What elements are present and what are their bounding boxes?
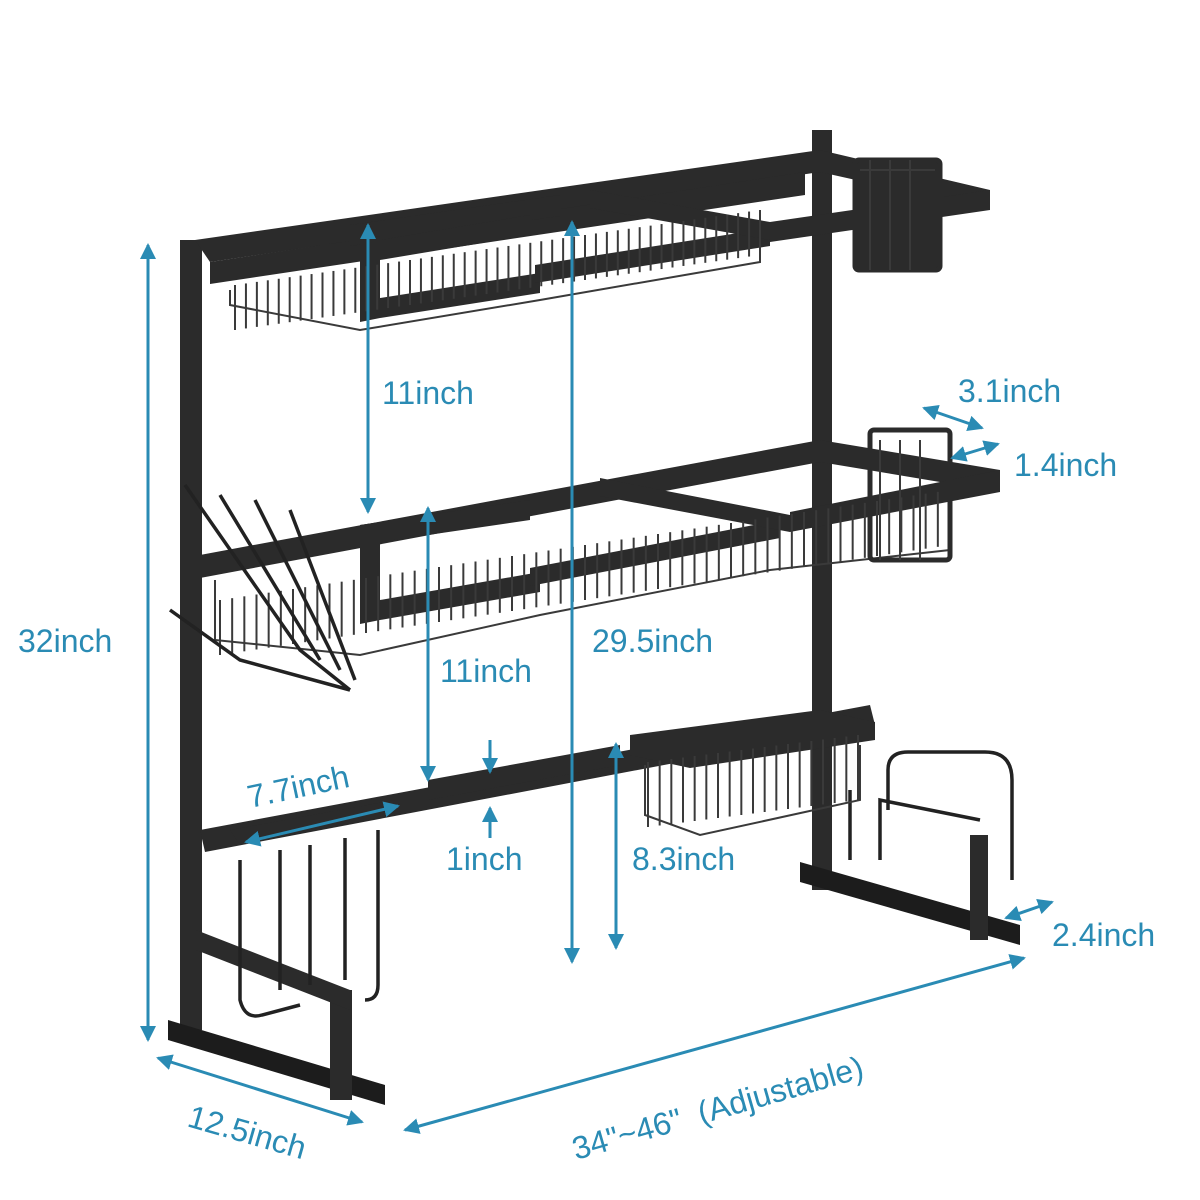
- basket-height-label: 8.3inch: [632, 841, 735, 877]
- right-foot: [800, 862, 1020, 945]
- bottom-bar: [200, 705, 875, 1018]
- holder-width-arrow: [922, 405, 984, 431]
- board-slot-label: 2.4inch: [1052, 917, 1155, 953]
- inner-height-label: 29.5inch: [592, 623, 713, 659]
- left-foot: [168, 1020, 385, 1105]
- board-slot-arrow: [1004, 899, 1054, 921]
- holder-depth-arrow: [950, 440, 1000, 462]
- depth-label: 12.5inch: [184, 1098, 310, 1166]
- middle-gap-label: 11inch: [440, 653, 532, 689]
- total-height-label: 32inch: [18, 623, 112, 659]
- left-post: [180, 240, 202, 1030]
- top-gap-label: 11inch: [382, 375, 474, 411]
- width-label: 34"~46" (Adjustable): [568, 1049, 867, 1167]
- middle-shelf: [168, 427, 1000, 692]
- dimension-lines: [140, 220, 1054, 1134]
- holder-depth-label: 1.4inch: [1014, 447, 1117, 483]
- left-hook-arrow: [244, 801, 400, 847]
- top-shelf: [195, 150, 990, 332]
- holder-width-label: 3.1inch: [958, 373, 1061, 409]
- depth-arrow: [156, 1054, 364, 1126]
- plate-holder: [168, 483, 357, 692]
- bar-thickness-label: 1inch: [446, 841, 523, 877]
- rack-illustration: [168, 130, 1020, 1105]
- width-arrow: [403, 954, 1026, 1134]
